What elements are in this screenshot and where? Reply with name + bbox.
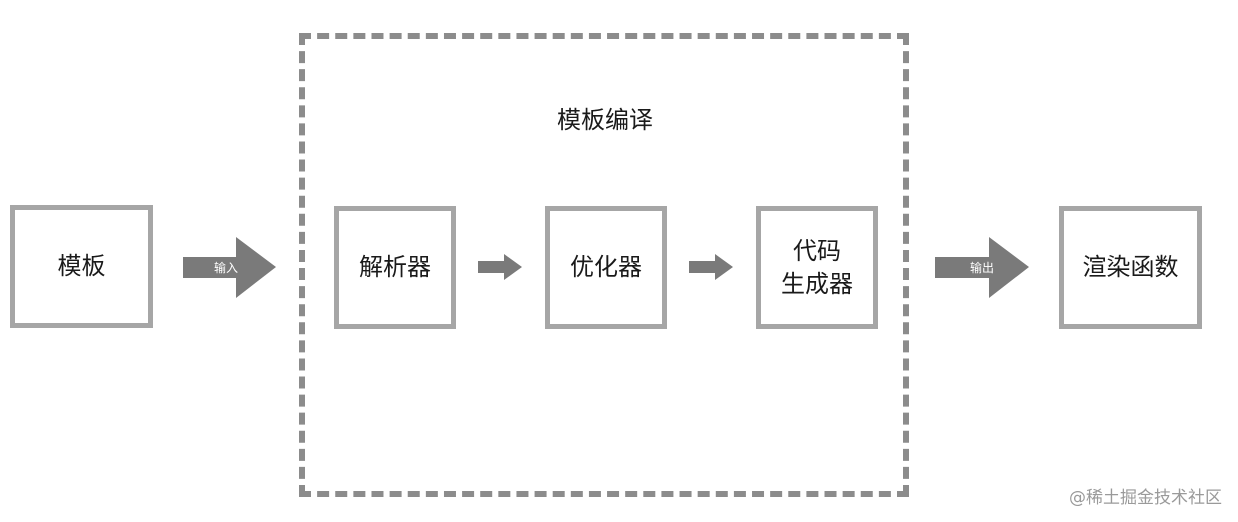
optimizer-node: 优化器 bbox=[545, 206, 667, 329]
watermark: @稀土掘金技术社区 bbox=[1069, 488, 1222, 508]
render-function-node: 渲染函数 bbox=[1059, 206, 1202, 329]
group-title: 模板编译 bbox=[557, 106, 653, 134]
template-compile-group bbox=[299, 33, 909, 497]
parser-node-label: 解析器 bbox=[359, 253, 431, 282]
optimizer-node-label: 优化器 bbox=[570, 253, 642, 282]
render-function-node-label: 渲染函数 bbox=[1082, 253, 1179, 282]
template-node-label: 模板 bbox=[57, 252, 106, 281]
codegen-node: 代码 生成器 bbox=[756, 206, 878, 329]
template-node: 模板 bbox=[10, 205, 153, 328]
output-arrow-label: 输出 bbox=[969, 261, 994, 275]
parser-node: 解析器 bbox=[334, 206, 456, 329]
input-arrow-label: 输入 bbox=[213, 261, 238, 275]
codegen-node-label: 代码 生成器 bbox=[781, 237, 853, 298]
